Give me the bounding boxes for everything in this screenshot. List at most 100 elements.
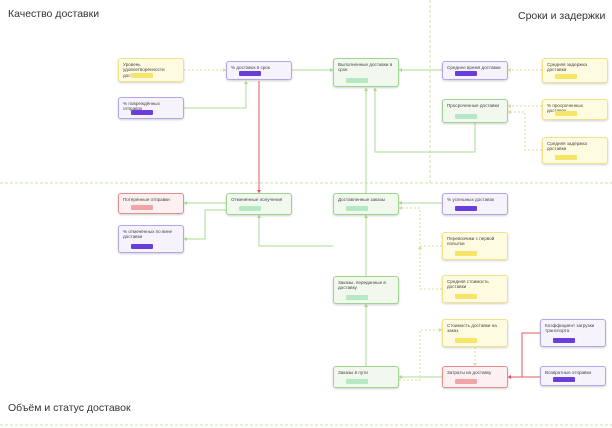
node-label: Средняя задержка доставки <box>547 62 587 73</box>
edge-arrowhead-7 <box>372 88 378 91</box>
edge-arrowhead-5 <box>508 103 511 109</box>
node-swatch <box>455 71 477 76</box>
node-vypolnennye[interactable]: Выполненные доставки в срок <box>333 58 399 87</box>
node-povrezhdennye[interactable]: % повреждённых отправок <box>118 97 184 119</box>
node-label: Перевозчики с первой попытки <box>447 236 495 247</box>
node-label: % просроченных доставок <box>547 103 583 113</box>
edge-arrowhead-2 <box>330 67 333 73</box>
edge-16 <box>258 215 333 247</box>
node-srednzaderzhka[interactable]: Средняя задержка доставки <box>542 58 608 83</box>
edge-arrowhead-14 <box>417 246 423 249</box>
node-zakazyvputi[interactable]: Заказы, переданные в доставку <box>333 276 399 304</box>
edge-arrowhead-17 <box>363 304 369 307</box>
edge-arrowhead-8 <box>363 88 369 91</box>
node-label: Стоимость доставки на заказ <box>447 323 497 334</box>
edge-arrowhead-1 <box>243 81 249 84</box>
node-perevozchiki[interactable]: Перевозчики с первой попытки <box>442 232 508 260</box>
node-urovenudovl[interactable]: Уровень удовлетворённости доставкой <box>118 58 184 82</box>
node-label: Просроченные доставки <box>447 103 500 108</box>
node-label: Выполненные доставки в срок <box>338 62 393 73</box>
node-label: Средняя задержка доставки <box>547 141 587 152</box>
edge-arrowhead-16 <box>256 215 262 218</box>
node-label: Заказы, переданные в доставку <box>338 280 386 291</box>
node-swatch <box>555 155 577 160</box>
edge-arrowhead-3 <box>399 67 402 73</box>
node-stoimostdost[interactable]: Средняя стоимость доставки <box>442 275 508 303</box>
node-swatch <box>455 114 477 119</box>
node-stoimostpered[interactable]: Стоимость доставки на заказ <box>442 319 508 347</box>
node-swatch <box>346 379 368 384</box>
node-dolyadostavok[interactable]: % доставок в срок <box>226 61 292 80</box>
node-label: Доставленные заказы <box>338 197 386 202</box>
node-swatch <box>131 110 153 115</box>
edge-7 <box>374 88 476 153</box>
zone-title-quality: Качество доставки <box>8 8 100 20</box>
node-swatch <box>346 295 368 300</box>
edge-arrowhead-4 <box>508 67 511 73</box>
edge-arrowhead-10 <box>184 200 187 206</box>
node-label: Потерянные отправки <box>123 197 170 202</box>
node-swatch <box>239 71 261 76</box>
edge-arrowhead-15 <box>363 215 369 218</box>
edge-6 <box>508 111 542 151</box>
edge-arrowhead-22 <box>439 327 442 333</box>
node-swatch <box>346 78 368 83</box>
node-label: Средняя стоимость доставки <box>447 279 489 290</box>
edge-13 <box>399 207 442 247</box>
node-swatch <box>131 244 153 249</box>
node-vozvratnye[interactable]: Возвратные отправки <box>540 366 606 386</box>
edge-arrowhead-11 <box>184 236 187 242</box>
node-label: % доставок в срок <box>231 65 270 70</box>
edge-20 <box>508 332 540 378</box>
node-swatch <box>553 338 575 343</box>
node-swatch <box>455 294 477 299</box>
node-vsegozakazov[interactable]: Заказы в пути <box>333 366 399 388</box>
node-label: % отменённых по вине доставки <box>123 229 173 240</box>
edge-arrowhead-12 <box>399 200 402 206</box>
edge-22 <box>399 329 442 381</box>
node-srednevremya[interactable]: Среднее время доставки <box>442 61 508 80</box>
node-swatch <box>553 377 575 382</box>
node-label: Заказы в пути <box>338 370 368 375</box>
node-label: Возвратные отправки <box>545 370 592 375</box>
node-label: Затраты на доставку <box>447 370 492 375</box>
node-swatch <box>239 206 261 211</box>
edge-arrowhead-13 <box>399 205 402 211</box>
node-zatratynadost[interactable]: Затраты на доставку <box>442 366 508 388</box>
edge-1 <box>184 81 247 109</box>
node-dolyaotmen[interactable]: % отменённых по вине доставки <box>118 225 184 253</box>
node-otmenennye[interactable]: Отменённые получения <box>226 193 292 215</box>
node-label: % успешных доставок <box>447 197 495 202</box>
node-dolyaprosroch[interactable]: % просроченных доставок <box>542 99 608 120</box>
zone-title-volume: Объём и статус доставок <box>8 402 131 414</box>
node-label: % повреждённых отправок <box>123 101 160 112</box>
node-swatch <box>455 251 477 256</box>
node-prosrochennye[interactable]: Просроченные доставки <box>442 99 508 123</box>
node-swatch <box>131 73 153 78</box>
node-label: Коэффициент загрузки транспорта <box>545 323 595 334</box>
node-poteryanye[interactable]: Потерянные отправки <box>118 193 184 214</box>
node-label: Среднее время доставки <box>447 65 501 70</box>
node-swatch <box>131 205 153 210</box>
node-swatch <box>346 206 368 211</box>
edge-11 <box>184 209 226 240</box>
node-dostavlennye[interactable]: Доставленные заказы <box>333 193 399 215</box>
node-prichinyzaderzh[interactable]: Средняя задержка доставки <box>542 137 608 164</box>
edge-arrowhead-21 <box>508 374 511 380</box>
edge-arrowhead-9 <box>256 190 262 193</box>
node-koefficient[interactable]: Коэффициент загрузки транспорта <box>540 319 606 347</box>
node-swatch <box>455 206 477 211</box>
zone-title-timing: Сроки и задержки <box>518 10 606 22</box>
edge-arrowhead-0 <box>223 67 226 73</box>
edge-arrowhead-6 <box>508 109 511 115</box>
node-label: Отменённые получения <box>231 197 283 202</box>
node-swatch <box>455 338 477 343</box>
edges <box>184 67 542 381</box>
node-swatch <box>555 74 577 79</box>
node-swatch <box>555 111 577 116</box>
edge-arrowhead-18 <box>399 374 402 380</box>
edge-14 <box>419 246 442 290</box>
node-dolyauspeshnyh[interactable]: % успешных доставок <box>442 193 508 215</box>
node-swatch <box>455 379 477 384</box>
